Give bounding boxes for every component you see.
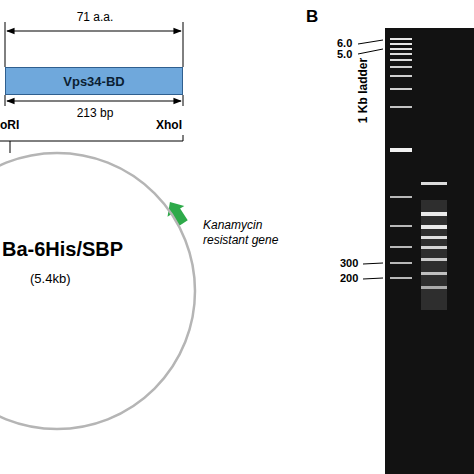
dimension-arrow: [7, 100, 181, 101]
dimension-label: 213 bp: [60, 106, 130, 121]
size-marker: 5.0: [337, 48, 352, 62]
plasmid-ring: [0, 153, 195, 429]
dimension-arrow: [7, 30, 181, 31]
lane-label: 1 Kb ladder: [356, 58, 371, 123]
restriction-site: XhoI: [156, 118, 182, 133]
size-tick: [358, 40, 383, 44]
sample-bands: [421, 182, 447, 310]
extension-line: [183, 22, 184, 67]
insert-box: Vps34-BD: [5, 67, 183, 95]
insert-name: Vps34-BD: [63, 74, 124, 89]
restriction-site: oRI: [0, 118, 19, 133]
plasmid-outline: [0, 151, 197, 431]
extension-line: [183, 95, 184, 106]
extension-line: [5, 95, 6, 106]
plasmid-name: Ba-6His/SBP: [2, 238, 197, 261]
gel-image: [385, 28, 474, 474]
size-tick: [363, 263, 383, 264]
ladder-bands: [390, 38, 412, 279]
plasmid-size: (5.4kb): [30, 271, 197, 286]
size-marker: 200: [340, 272, 358, 286]
gene-label: Kanamycin resistant gene: [203, 218, 293, 248]
insertion-line: [10, 141, 11, 153]
extension-line: [5, 22, 6, 67]
plasmid-circle: Ba-6His/SBP (5.4kb): [0, 151, 197, 431]
size-marker: 300: [340, 257, 358, 271]
dimension-label: 71 a.a.: [60, 10, 130, 25]
insertion-bracket: [0, 135, 183, 141]
size-tick: [358, 49, 383, 54]
size-tick: [363, 278, 383, 279]
panel-letter: B: [306, 6, 318, 27]
